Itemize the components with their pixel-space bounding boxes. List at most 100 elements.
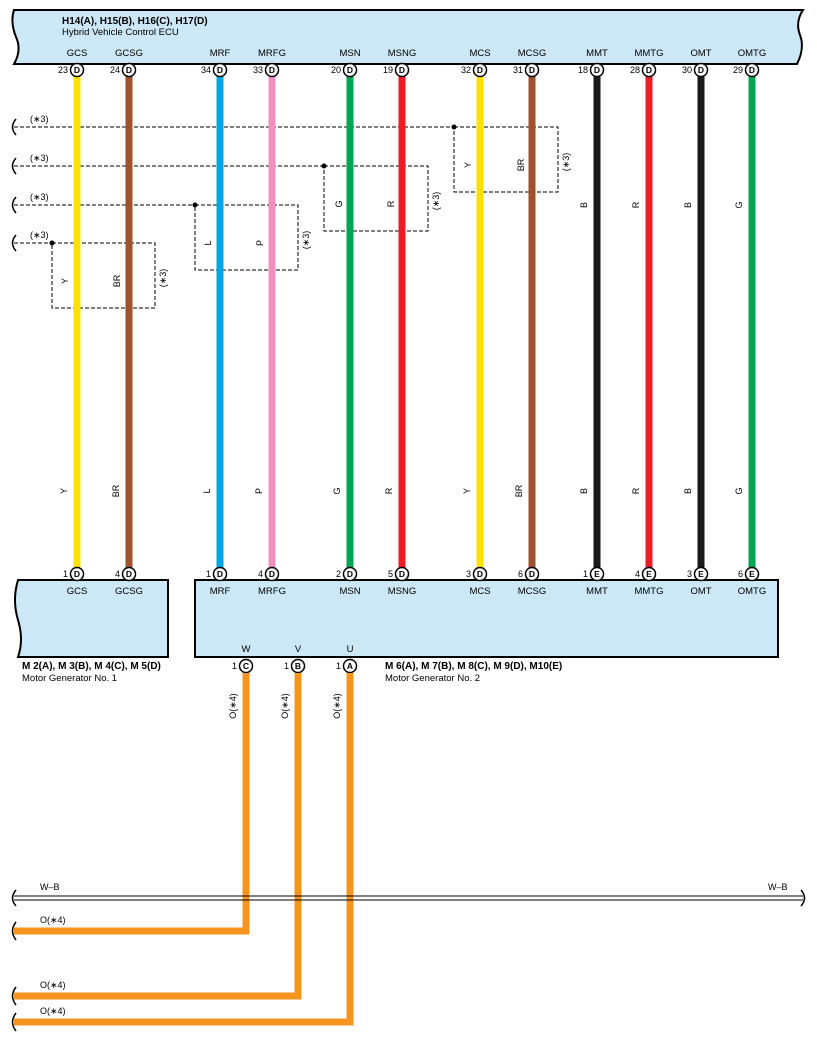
bottom-connector-bubble — [212, 566, 228, 582]
shield-wire-label: BR — [516, 158, 526, 171]
wire-color-label: B — [683, 202, 693, 208]
top-pin-number: 19 — [383, 65, 393, 75]
phase-left-label: O(∗4) — [40, 980, 66, 990]
shield-wire-label: P — [255, 240, 265, 246]
top-pin-number: 18 — [578, 65, 588, 75]
ecu-terminal-label: OMTG — [738, 48, 767, 59]
ecu-terminal-label: MSN — [339, 48, 360, 59]
shield-tag-label: (∗3) — [301, 231, 311, 250]
phase-left-label: O(∗4) — [40, 1006, 66, 1016]
bottom-pin-number: 1 — [63, 569, 68, 579]
wire-color-label: B — [579, 488, 589, 494]
bottom-connector-bubble — [472, 566, 488, 582]
top-connector-letter: D — [74, 65, 80, 75]
bus-left-stub — [11, 889, 17, 907]
bottom-connector-letter: E — [646, 569, 652, 579]
wire-color-label: G — [734, 487, 744, 494]
top-connector-letter: D — [646, 65, 652, 75]
shield-box — [194, 204, 299, 271]
top-pin-number: 29 — [733, 65, 743, 75]
bottom-pin-number: 6 — [518, 569, 523, 579]
shield-stub — [11, 157, 17, 175]
top-pin-number: 28 — [630, 65, 640, 75]
top-pin-number: 33 — [253, 65, 263, 75]
ecu-terminal-label: MRF — [210, 48, 231, 59]
ecu-terminal-label: MSNG — [388, 48, 417, 59]
bottom-connector-letter: D — [529, 569, 535, 579]
bottom-connector-bubble — [342, 566, 358, 582]
shield-tag-label: (∗3) — [158, 269, 168, 288]
mg1-box — [14, 579, 169, 658]
top-connector-letter: D — [126, 65, 132, 75]
mg-terminal-label: MCS — [469, 586, 490, 597]
bottom-connector-letter: D — [347, 569, 353, 579]
shield-wire-label: L — [203, 240, 213, 245]
top-connector-letter: D — [347, 65, 353, 75]
shield-stub — [11, 234, 17, 252]
mg-terminal-label: MRF — [210, 586, 231, 597]
top-pin-number: 23 — [58, 65, 68, 75]
top-connector-bubble — [589, 62, 605, 78]
phase-wire-label: O(∗4) — [280, 693, 290, 719]
bottom-connector-letter: D — [126, 569, 132, 579]
top-connector-letter: D — [269, 65, 275, 75]
top-connector-letter: D — [594, 65, 600, 75]
bottom-pin-number: 6 — [738, 569, 743, 579]
mg-terminal-label: GCS — [67, 586, 88, 597]
bottom-pin-number: 3 — [687, 569, 692, 579]
top-connector-bubble — [744, 62, 760, 78]
shield-box — [323, 165, 429, 232]
mg-terminal-label: MMT — [586, 586, 608, 597]
phase-stub — [11, 986, 17, 1006]
phase-connector-bubble — [342, 658, 358, 674]
ecu-terminal-label: MCSG — [518, 48, 547, 59]
mg-terminal-label: MSN — [339, 586, 360, 597]
top-pin-number: 31 — [513, 65, 523, 75]
phase-pin-number: 1 — [336, 661, 341, 671]
shield-box — [51, 242, 156, 309]
bottom-pin-number: 4 — [635, 569, 640, 579]
shield-wire-label: G — [334, 200, 344, 207]
shield-note-label: (∗3) — [30, 230, 49, 240]
phase-connector-bubble — [238, 658, 254, 674]
phase-connector-letter: C — [243, 661, 249, 671]
ecu-terminal-label: MMTG — [634, 48, 663, 59]
mg-terminal-label: OMT — [690, 586, 711, 597]
phase-wire-v — [14, 673, 302, 1000]
top-connector-bubble — [69, 62, 85, 78]
wire-color-label: BR — [111, 484, 121, 497]
bottom-connector-bubble — [641, 566, 657, 582]
top-connector-letter: D — [399, 65, 405, 75]
bottom-connector-letter: D — [217, 569, 223, 579]
shield-stub — [11, 196, 17, 214]
mg2-box — [194, 579, 779, 658]
top-connector-bubble — [264, 62, 280, 78]
ecu-connectors-label: H14(A), H15(B), H16(C), H17(D) — [62, 16, 208, 27]
mg1-name-label: Motor Generator No. 1 — [22, 673, 117, 684]
phase-stub — [11, 1012, 17, 1032]
shield-box — [453, 126, 559, 193]
bottom-connector-bubble — [264, 566, 280, 582]
bottom-pin-number: 1 — [583, 569, 588, 579]
bottom-connector-bubble — [693, 566, 709, 582]
top-connector-bubble — [342, 62, 358, 78]
bottom-connector-letter: E — [749, 569, 755, 579]
wire-color-label: R — [631, 201, 641, 208]
ecu-terminal-label: MCS — [469, 48, 490, 59]
phase-pin-number: 1 — [284, 661, 289, 671]
top-connector-letter: D — [477, 65, 483, 75]
phase-connector-letter: B — [295, 661, 301, 671]
wire-color-label: L — [202, 488, 212, 493]
shield-tag-label: (∗3) — [431, 192, 441, 211]
top-pin-number: 20 — [331, 65, 341, 75]
top-connector-bubble — [472, 62, 488, 78]
phase-pin-number: 1 — [232, 661, 237, 671]
wire-color-label: BR — [514, 484, 524, 497]
wire-color-label: B — [579, 202, 589, 208]
bottom-connector-bubble — [69, 566, 85, 582]
bottom-connector-letter: E — [698, 569, 704, 579]
bus-left-label: W–B — [40, 882, 60, 892]
mg-terminal-label: MMTG — [634, 586, 663, 597]
shield-note-label: (∗3) — [30, 153, 49, 163]
